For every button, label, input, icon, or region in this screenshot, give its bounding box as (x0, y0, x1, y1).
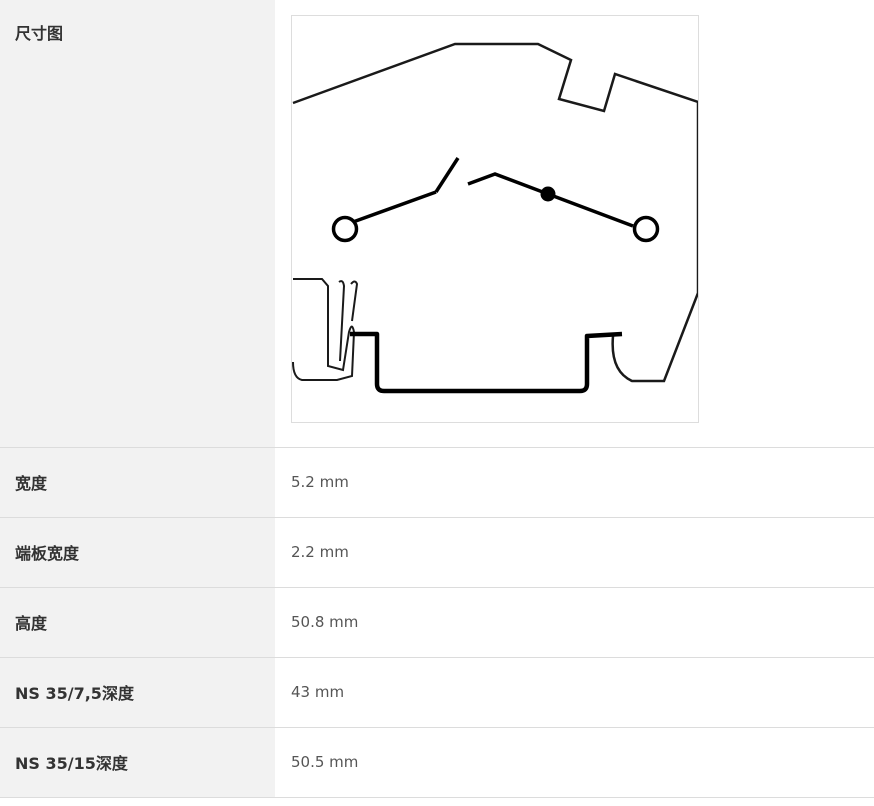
terminal-block-drawing (292, 42, 698, 394)
spec-label: 宽度 (0, 447, 275, 518)
terminal-right (632, 215, 660, 243)
switch-arm (352, 190, 437, 224)
housing-outline (292, 42, 698, 383)
clip-spring (338, 280, 359, 362)
table-row: NS 35/7,5深度 43 mm (0, 657, 874, 728)
spec-label: 端板宽度 (0, 517, 275, 588)
spec-value: 50.5 mm (275, 727, 874, 798)
spec-label-cell: 尺寸图 (0, 0, 275, 448)
spec-label: NS 35/15深度 (0, 727, 275, 798)
terminal-left (331, 215, 359, 243)
table-row: 宽度 5.2 mm (0, 447, 874, 518)
spec-value: 50.8 mm (275, 587, 874, 658)
switch-pivot (540, 186, 556, 202)
table-row: NS 35/15深度 50.5 mm (0, 727, 874, 798)
table-row: 高度 50.8 mm (0, 587, 874, 658)
spec-value: 5.2 mm (275, 447, 874, 518)
spec-value: 2.2 mm (275, 517, 874, 588)
spec-label: 高度 (0, 587, 275, 658)
dimension-drawing (291, 15, 699, 423)
spec-label: 尺寸图 (15, 24, 64, 43)
clip-outline (292, 278, 356, 381)
table-row: 尺寸图 (0, 0, 874, 448)
spec-label: NS 35/7,5深度 (0, 657, 275, 728)
table-row: 端板宽度 2.2 mm (0, 517, 874, 588)
switch-contact (467, 172, 634, 228)
spec-value-cell (275, 0, 874, 448)
din-rail (350, 331, 623, 394)
switch-lever (434, 157, 460, 193)
spec-value: 43 mm (275, 657, 874, 728)
